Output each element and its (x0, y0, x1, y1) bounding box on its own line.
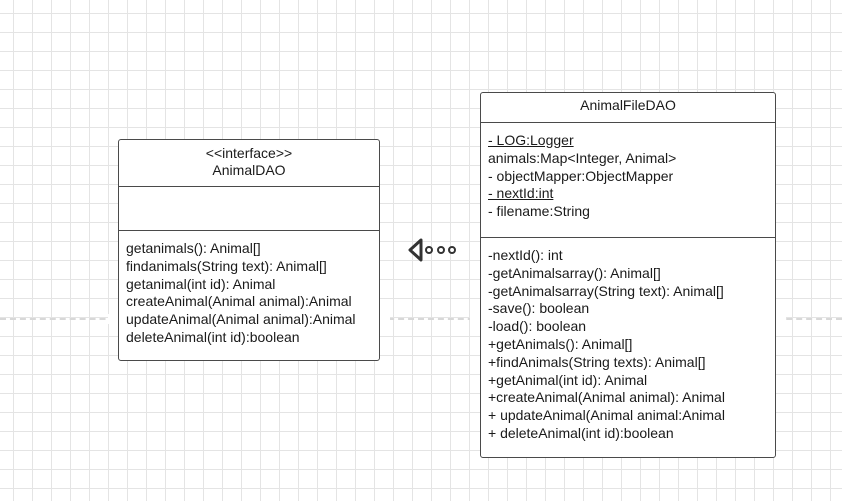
class-stereotype: <<interface>> (205, 145, 293, 161)
operation-line: -getAnimalsarray(String text): Animal[] (488, 282, 724, 299)
attribute-line: - filename:String (488, 203, 590, 220)
operation-line: deleteAnimal(int id):boolean (126, 328, 300, 345)
operation-line: getanimals(): Animal[] (126, 240, 261, 256)
attribute-line: - LOG:Logger (488, 132, 574, 148)
hollow-triangle-arrowhead (408, 238, 423, 262)
attributes-section (119, 186, 379, 230)
connector-dot (425, 246, 433, 254)
operation-line: getanimal(int id): Animal (126, 275, 276, 292)
attributes-section: - LOG:Logger animals:Map<Integer, Animal… (481, 122, 775, 237)
operation-line: -getAnimalsarray(): Animal[] (488, 264, 661, 281)
class-header: AnimalFileDAO (481, 93, 775, 122)
operation-line: +getAnimals(): Animal[] (488, 335, 633, 352)
operation-line: -nextId(): int (488, 247, 563, 263)
attribute-line: animals:Map<Integer, Animal> (488, 149, 677, 166)
operation-line: -load(): boolean (488, 318, 587, 335)
operation-line: +findAnimals(String texts): Animal[] (488, 353, 706, 370)
realization-arrow[interactable] (405, 236, 463, 264)
animal-dao-interface-box[interactable]: <<interface>> AnimalDAO getanimals(): An… (118, 139, 380, 361)
attribute-line: - objectMapper:ObjectMapper (488, 167, 674, 184)
class-name: AnimalDAO (212, 162, 286, 178)
animal-file-dao-class-box[interactable]: AnimalFileDAO - LOG:Logger animals:Map<I… (480, 92, 776, 458)
operation-line: findanimals(String text): Animal[] (126, 257, 327, 274)
connector-dot (448, 246, 456, 254)
operation-line: -save(): boolean (488, 300, 590, 317)
attribute-line: - nextId:int (488, 185, 554, 202)
connector-dot (437, 246, 445, 254)
dashed-separator-line (0, 318, 842, 320)
class-header: <<interface>> AnimalDAO (119, 140, 379, 186)
class-name: AnimalFileDAO (580, 97, 676, 113)
operation-line: +getAnimal(int id): Animal (488, 371, 648, 388)
operations-section: getanimals(): Animal[] findanimals(Strin… (119, 230, 379, 347)
operation-line: +createAnimal(Animal animal): Animal (488, 389, 725, 406)
operation-line: + updateAnimal(Animal animal:Animal (488, 407, 725, 424)
operations-section: -nextId(): int -getAnimalsarray(): Anima… (481, 237, 775, 443)
operation-line: + deleteAnimal(int id):boolean (488, 424, 674, 441)
operation-line: updateAnimal(Animal animal):Animal (126, 311, 356, 328)
operation-line: createAnimal(Animal animal):Animal (126, 293, 352, 310)
